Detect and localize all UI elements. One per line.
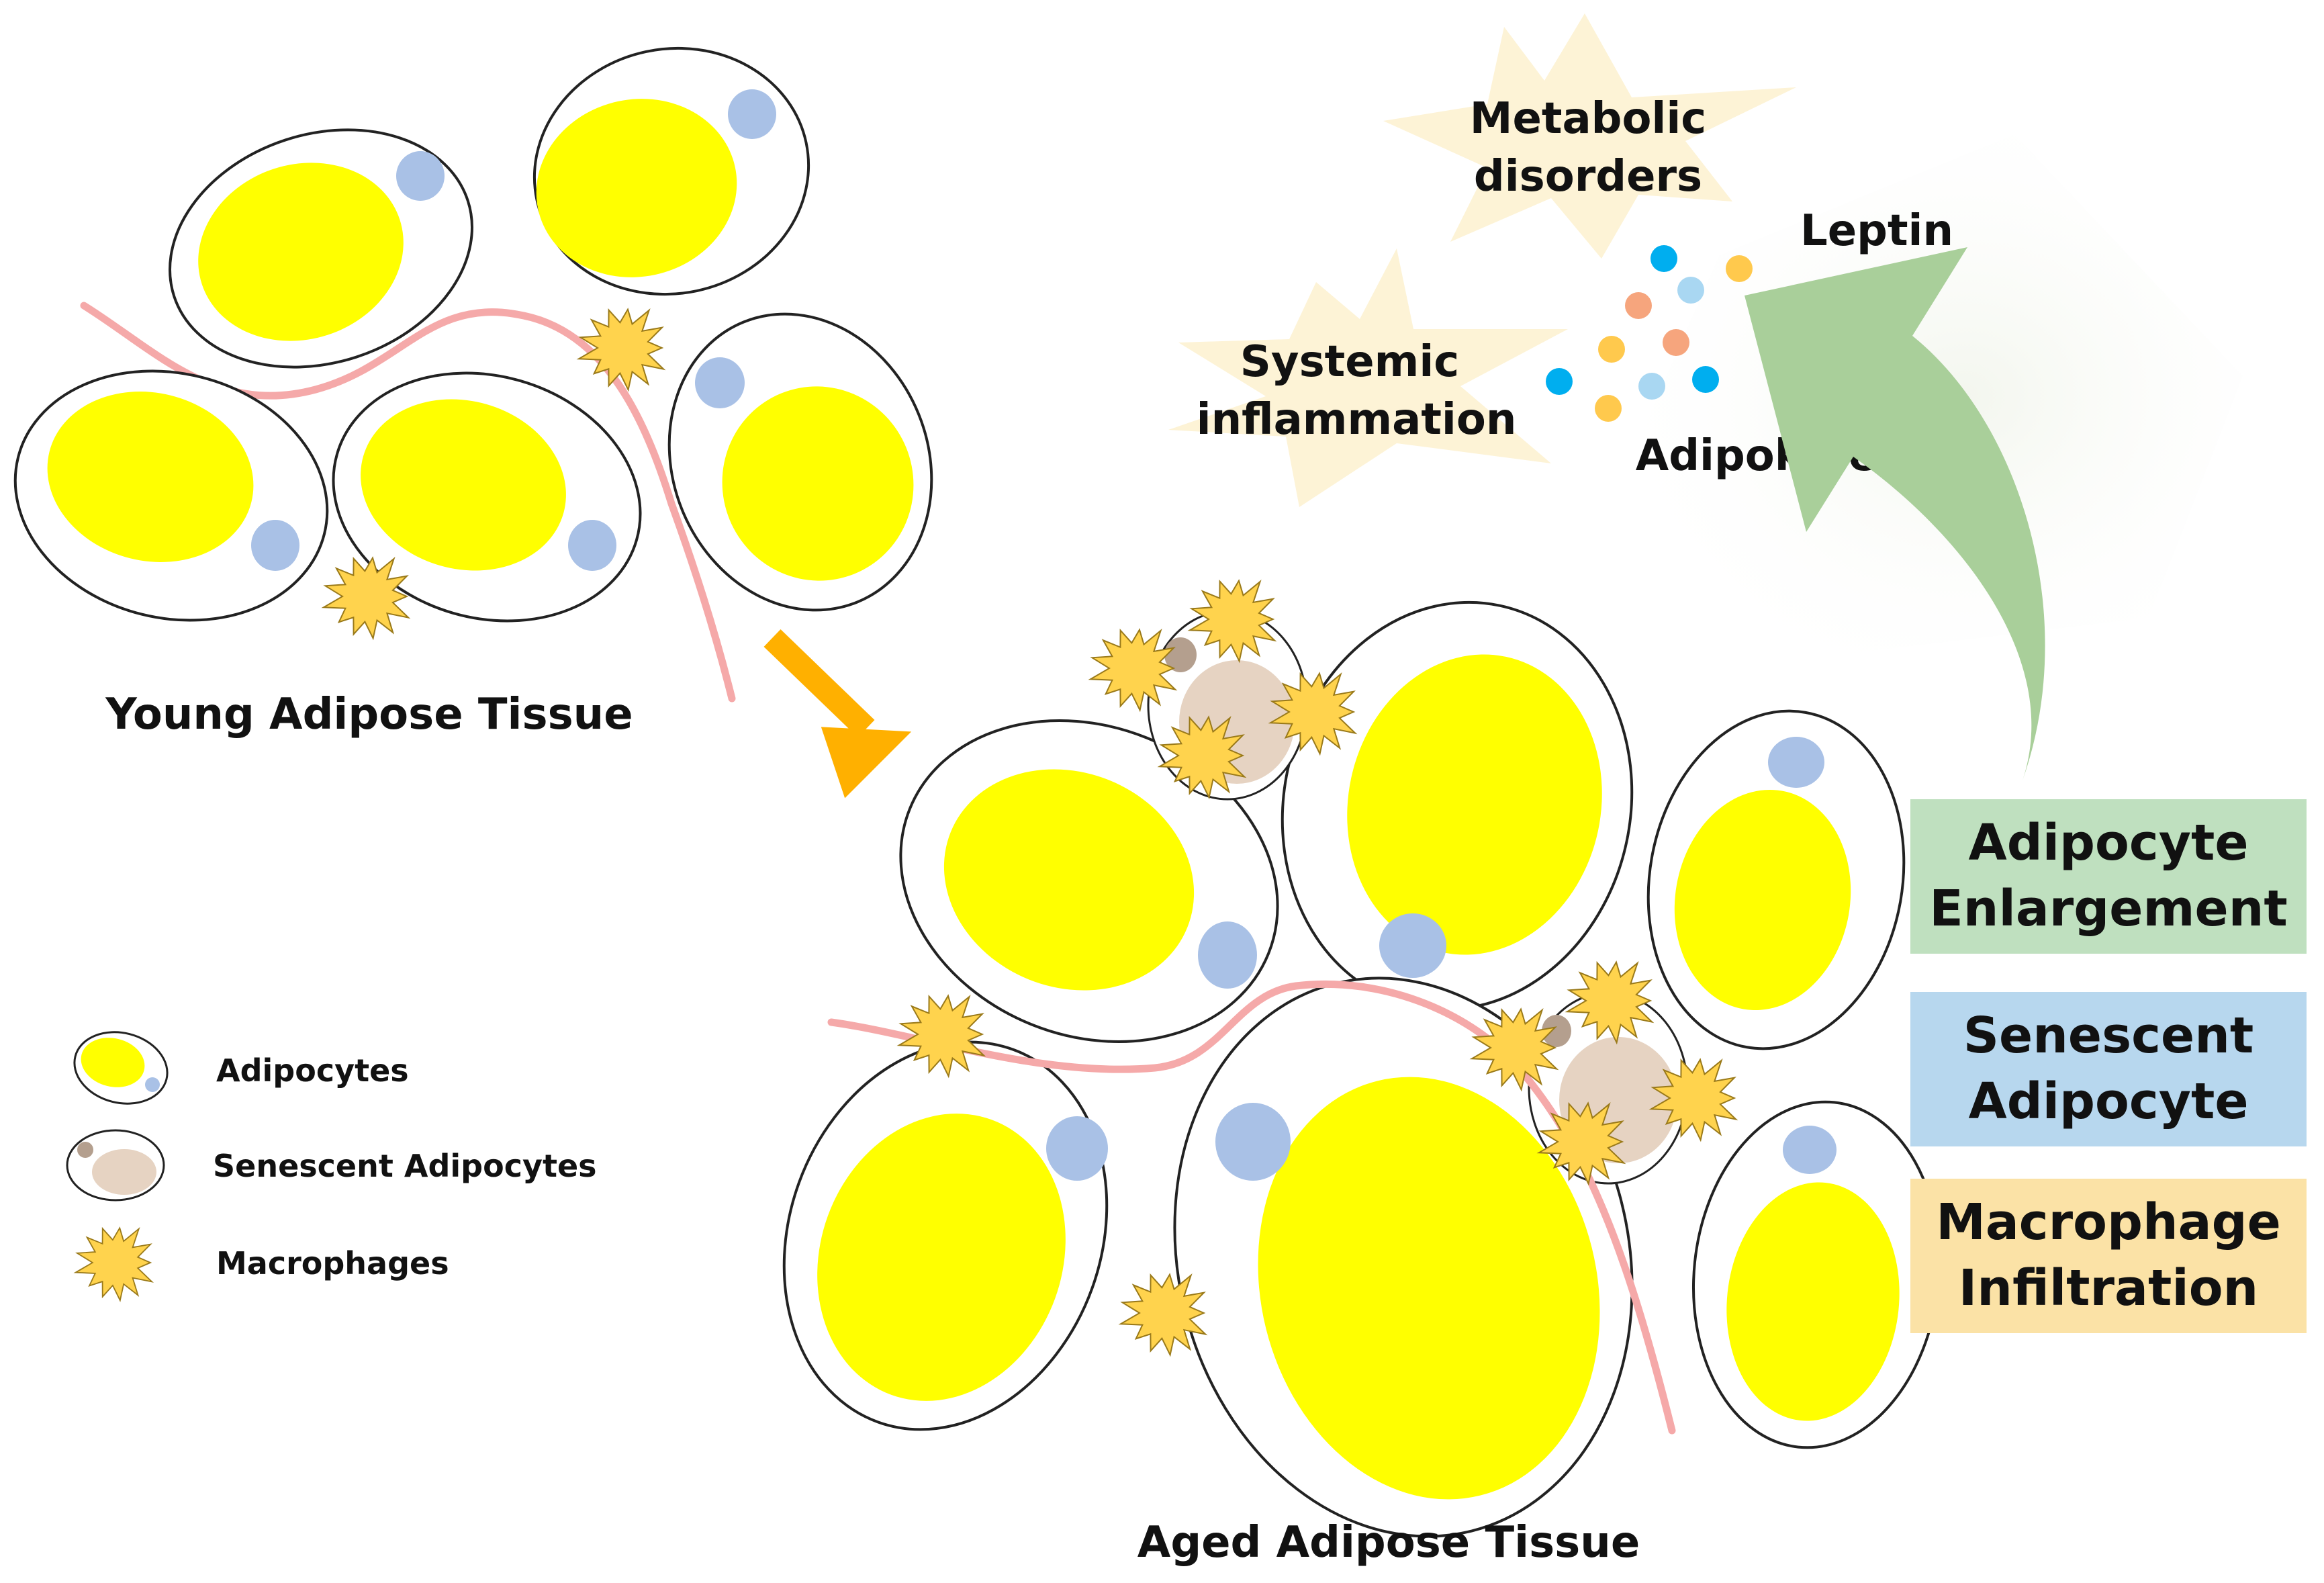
macrophage-icon	[1157, 715, 1247, 800]
young-adipose-tissue: Young Adipose Tissue	[13, 46, 933, 739]
aged-adipocyte	[1173, 977, 1634, 1538]
leptin-label: Leptin	[1800, 206, 1953, 256]
macrophage-icon	[1118, 1273, 1208, 1357]
aging-transition-arrow	[763, 629, 912, 799]
macrophage-icon	[1565, 960, 1655, 1045]
macrophage-shape	[1648, 1058, 1738, 1142]
macrophage-infiltration-box-bg	[1910, 1179, 2307, 1333]
metabolic-disorders-label-line1: Metabolic	[1470, 94, 1706, 144]
macrophage-icon	[321, 556, 411, 641]
systemic-inflammation-label-line2: inflammation	[1197, 395, 1517, 445]
young-tissue-title: Young Adipose Tissue	[105, 690, 633, 739]
young-adipocyte	[532, 46, 810, 296]
macrophage-shape	[576, 308, 666, 392]
senescent-adipocyte-box: Senescent Adipocyte	[1910, 992, 2307, 1146]
young-adipocyte	[667, 312, 933, 612]
macrophage-shape	[1088, 628, 1178, 713]
macrophage-infiltration-line1: Macrophage	[1936, 1193, 2281, 1251]
metabolic-disorders-burst	[1383, 13, 1796, 259]
adipocyte-enlargement-line2: Enlargement	[1929, 880, 2288, 938]
macrophage-shape	[1469, 1007, 1559, 1092]
young-adipocyte	[332, 371, 642, 623]
legend: Adipocytes Senescent Adipocytes Macropha…	[66, 1031, 597, 1302]
aged-adipocyte	[782, 1040, 1109, 1431]
macrophage-icon	[1469, 1007, 1559, 1092]
macrophage-shape	[321, 556, 411, 641]
senescent-adipocyte-line1: Senescent	[1963, 1007, 2254, 1065]
macrophage-icon	[1088, 628, 1178, 713]
aged-adipocyte	[899, 719, 1279, 1043]
systemic-inflammation-label-line1: Systemic	[1240, 337, 1459, 387]
adipokine-secretion-arrow	[1745, 247, 2045, 780]
macrophage-icon	[1268, 672, 1358, 756]
macrophage-shape	[73, 1226, 154, 1302]
macrophage-icon	[1536, 1101, 1626, 1186]
aged-adipose-tissue: Aged Adipose Tissue	[782, 579, 1941, 1568]
legend-macrophages-label: Macrophages	[216, 1245, 449, 1281]
macrophage-icon	[896, 994, 986, 1079]
adipocyte-enlargement-line1: Adipocyte	[1968, 814, 2248, 872]
macrophage-shape	[1157, 715, 1247, 800]
macrophage-shape	[1536, 1101, 1626, 1186]
senescent-adipocyte-line2: Adipocyte	[1968, 1073, 2248, 1130]
macrophage-infiltration-box: Macrophage Infiltration	[1910, 1179, 2307, 1333]
adipocyte-enlargement-box-bg	[1910, 799, 2307, 954]
macrophage-shape	[1268, 672, 1358, 756]
legend-adipocytes-label: Adipocytes	[216, 1052, 409, 1089]
macrophage-icon	[1187, 579, 1277, 664]
macrophage-shape	[896, 994, 986, 1079]
macrophage-shape	[1565, 960, 1655, 1045]
aged-adipocyte	[1691, 1100, 1941, 1449]
young-adipocyte	[169, 128, 473, 369]
feature-boxes: Adipocyte Enlargement Senescent Adipocyt…	[1910, 799, 2307, 1333]
legend-macrophage-icon	[73, 1226, 154, 1302]
legend-adipocyte-icon	[73, 1031, 169, 1105]
macrophage-icon	[576, 308, 666, 392]
legend-senescent-adipocyte-icon	[66, 1129, 165, 1202]
systemic-inflammation-burst	[1168, 248, 1568, 507]
macrophage-infiltration-line2: Infiltration	[1959, 1259, 2259, 1317]
senescent-adipocyte-box-bg	[1910, 992, 2307, 1146]
adipocyte-enlargement-box: Adipocyte Enlargement	[1910, 799, 2307, 954]
macrophage-icon	[1648, 1058, 1738, 1142]
aged-adipocyte	[1281, 600, 1634, 1011]
aged-blood-vessel	[827, 980, 1676, 1435]
adipokine-molecules	[1546, 245, 1753, 422]
metabolic-disorders-label-line2: disorders	[1474, 152, 1702, 201]
macrophage-shape	[1187, 579, 1277, 664]
aged-adipocyte	[1646, 709, 1906, 1050]
macrophage-shape	[1118, 1273, 1208, 1357]
young-adipocyte	[13, 369, 329, 622]
aged-tissue-title: Aged Adipose Tissue	[1137, 1518, 1640, 1568]
systemic-effects: Metabolic disorders Systemic inflammatio…	[1168, 13, 2045, 780]
legend-senescent-label: Senescent Adipocytes	[213, 1148, 597, 1184]
